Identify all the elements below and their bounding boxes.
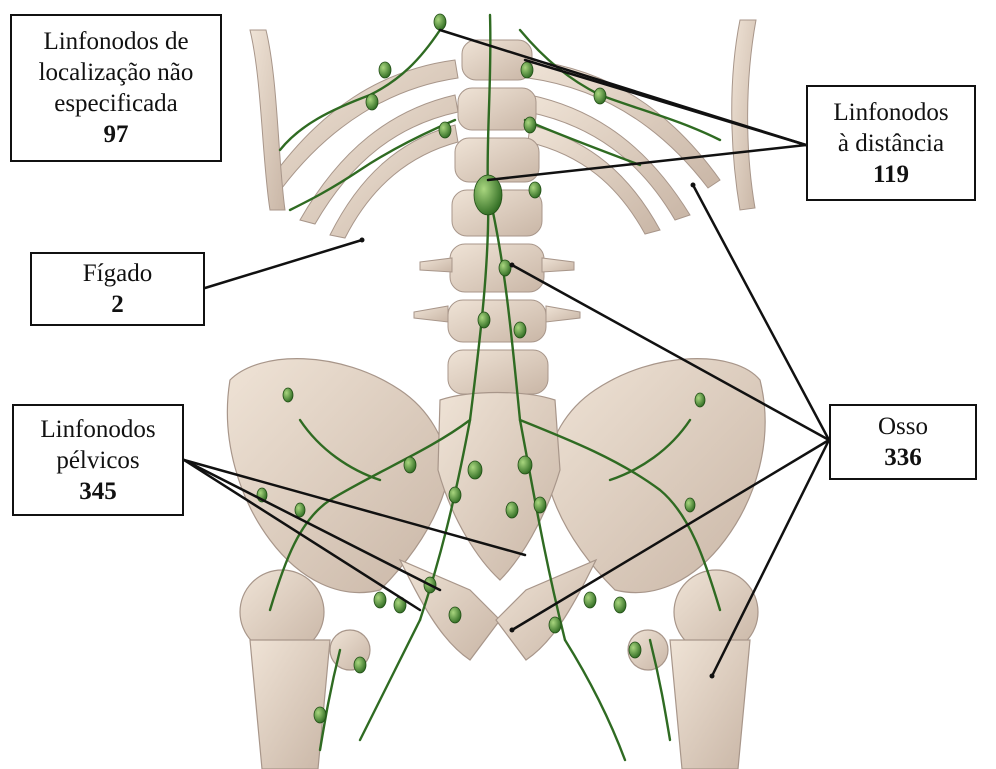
label-unspecified-count: 97 xyxy=(104,119,129,150)
label-unspecified-line2: localização não xyxy=(39,57,194,88)
label-distant-line2: à distância xyxy=(838,128,944,159)
label-unspecified-line3: especificada xyxy=(54,88,178,119)
label-distant-count: 119 xyxy=(873,159,909,190)
label-pelvic-line2: pélvicos xyxy=(56,445,139,476)
label-bone-count: 336 xyxy=(884,442,922,473)
label-bone: Osso 336 xyxy=(829,404,977,480)
label-distant-line1: Linfonodos xyxy=(833,97,948,128)
leader-liver xyxy=(205,240,362,288)
label-unspecified-line1: Linfonodos de xyxy=(43,26,188,57)
femurs xyxy=(240,570,758,769)
label-bone-line1: Osso xyxy=(878,411,928,442)
label-unspecified-nodes: Linfonodos de localização não especifica… xyxy=(10,14,222,162)
label-distant-nodes: Linfonodos à distância 119 xyxy=(806,85,976,201)
label-liver: Fígado 2 xyxy=(30,252,205,326)
spine xyxy=(414,40,580,394)
label-liver-count: 2 xyxy=(111,289,124,320)
label-pelvic-line1: Linfonodos xyxy=(40,414,155,445)
label-pelvic-nodes: Linfonodos pélvicos 345 xyxy=(12,404,184,516)
label-liver-line1: Fígado xyxy=(83,258,152,289)
label-pelvic-count: 345 xyxy=(79,476,117,507)
